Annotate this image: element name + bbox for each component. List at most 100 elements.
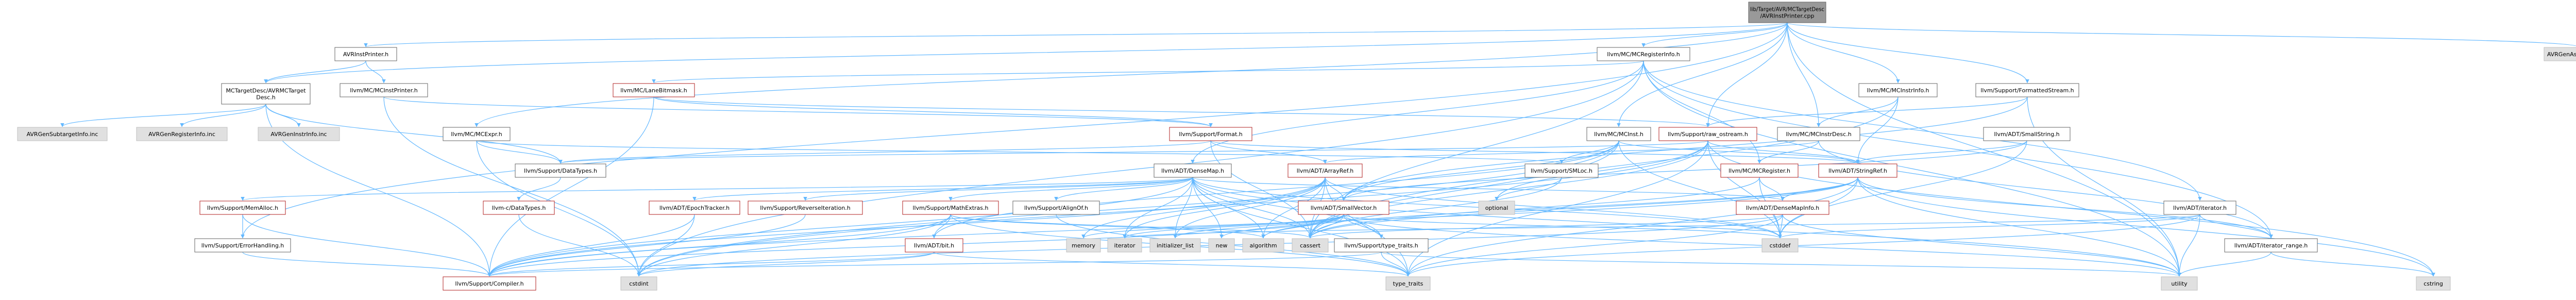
node-box xyxy=(1334,238,1429,253)
node-cstdint: cstdint xyxy=(620,276,657,291)
node-label: llvm/Support/raw_ostream.h xyxy=(1668,131,1748,138)
node-label: llvm/Support/ReverseIteration.h xyxy=(760,205,851,211)
node-box xyxy=(199,201,286,215)
edge-mathextras_h-to-cstdint xyxy=(639,214,951,276)
edge-mathextras_h-to-compiler_h xyxy=(489,214,951,276)
node-mcinst-h[interactable]: llvm/MC/MCInst.h xyxy=(1586,127,1651,141)
edge-smallvector_h-to-algorithm xyxy=(1263,214,1344,238)
edge-datatypes_h-to-c_datatypes_h xyxy=(519,177,561,201)
node-compiler-h[interactable]: llvm/Support/Compiler.h xyxy=(443,276,536,291)
node-label: MCTargetDesc/AVRMCTarget xyxy=(226,88,306,94)
node-densemap-h[interactable]: llvm/ADT/DenseMap.h xyxy=(1154,163,1232,178)
node-label: llvm/Support/Compiler.h xyxy=(455,280,523,287)
node-label: llvm/MC/LaneBitmask.h xyxy=(620,87,687,94)
node-box xyxy=(1586,127,1651,141)
node-smallstring-h[interactable]: llvm/ADT/SmallString.h xyxy=(1983,127,2071,141)
edge-mcregisterinfo_h-to-lanebitmask_h xyxy=(654,60,1644,83)
edge-type_traits_h-to-compiler_h xyxy=(489,252,1382,276)
node-label: llvm/ADT/EpochTracker.h xyxy=(659,205,730,211)
node-datatypes-h[interactable]: llvm/Support/DataTypes.h xyxy=(515,163,606,178)
node-layer: lib/Target/AVR/MCTargetDesc/AVRInstPrint… xyxy=(17,2,2576,291)
node-avrinstprinter-h[interactable]: AVRInstPrinter.h xyxy=(334,47,397,61)
edge-densemap_h-to-iterator xyxy=(1125,177,1193,238)
node-box xyxy=(2161,276,2198,291)
node-epochtracker-h[interactable]: llvm/ADT/EpochTracker.h xyxy=(649,201,740,215)
edge-root-to-mcregisterinfo_h xyxy=(1643,22,1788,47)
node-label: lib/Target/AVR/MCTargetDesc xyxy=(1750,6,1824,13)
node-box xyxy=(1478,201,1515,215)
node-alignof-h[interactable]: llvm/Support/AlignOf.h xyxy=(1012,201,1100,215)
node-reverseiteration-h[interactable]: llvm/Support/ReverseIteration.h xyxy=(748,201,863,215)
edge-lanebitmask_h-to-compiler_h xyxy=(489,96,654,276)
node-arrayref-h[interactable]: llvm/ADT/ArrayRef.h xyxy=(1287,163,1363,178)
edge-avrinstprinter_h-to-mcinstprinter_h xyxy=(365,60,384,83)
node-box xyxy=(905,238,963,253)
edge-mathextras_h-to-bit_h xyxy=(934,214,951,238)
node-box xyxy=(649,201,740,215)
node-iterator-range-h[interactable]: llvm/ADT/iterator_range.h xyxy=(2224,238,2318,253)
node-label: cstdint xyxy=(629,280,649,287)
node-mcinstprinter-h[interactable]: llvm/MC/MCInstPrinter.h xyxy=(340,83,428,97)
edge-root-to-raw_ostream_h xyxy=(1708,22,1788,127)
edge-epochtracker_h-to-compiler_h xyxy=(489,214,695,276)
node-optional: optional xyxy=(1478,201,1515,215)
edge-format_h-to-datatypes_h xyxy=(561,140,1211,163)
node-raw-ostream-h[interactable]: llvm/Support/raw_ostream.h xyxy=(1658,127,1757,141)
edge-densemap_h-to-utility xyxy=(1192,177,2179,276)
node-box xyxy=(258,127,340,141)
node-mcregister-h[interactable]: llvm/MC/MCRegister.h xyxy=(1720,163,1799,178)
node-mcinstinfo-h[interactable]: llvm/MC/MCInstrInfo.h xyxy=(1858,83,1938,97)
node-smallvector-h[interactable]: llvm/ADT/SmallVector.h xyxy=(1298,201,1389,215)
edge-raw_ostream_h-to-cstddef xyxy=(1707,140,1780,238)
edge-mcinst_h-to-smloc_h xyxy=(1562,140,1619,163)
node-stringref-h[interactable]: llvm/ADT/StringRef.h xyxy=(1818,163,1897,178)
edge-root-to-utility xyxy=(1787,22,2179,276)
node-box xyxy=(1066,238,1101,253)
edge-root-to-avrgenasmwriter xyxy=(1787,22,2576,47)
node-c-datatypes-h[interactable]: llvm-c/DataTypes.h xyxy=(483,201,555,215)
edge-bit_h-to-compiler_h xyxy=(489,252,935,276)
node-formattedstream-h[interactable]: llvm/Support/FormattedStream.h xyxy=(1975,83,2079,97)
node-root[interactable]: lib/Target/AVR/MCTargetDesc/AVRInstPrint… xyxy=(1748,2,1826,23)
edge-densemap_h-to-reverseiteration_h xyxy=(805,177,1193,201)
edge-c_datatypes_h-to-cstdint xyxy=(518,214,639,276)
node-mcinstrdesc-h[interactable]: llvm/MC/MCInstrDesc.h xyxy=(1777,127,1860,141)
edge-stringref_h-to-algorithm xyxy=(1263,177,1858,238)
edge-arrayref_h-to-smallvector_h xyxy=(1325,177,1344,201)
node-box xyxy=(1298,201,1389,215)
node-bit-h[interactable]: llvm/ADT/bit.h xyxy=(905,238,963,253)
node-label: cassert xyxy=(1300,242,1321,249)
node-memalloc-h[interactable]: llvm/Support/MemAlloc.h xyxy=(199,201,286,215)
node-smloc-h[interactable]: llvm/Support/SMLoc.h xyxy=(1524,163,1599,178)
edge-format_h-to-stringref_h xyxy=(1210,140,1858,163)
node-box xyxy=(1858,83,1938,97)
node-label: llvm-c/DataTypes.h xyxy=(492,205,546,211)
node-errorhandling-h[interactable]: llvm/Support/ErrorHandling.h xyxy=(194,238,291,253)
node-box xyxy=(613,83,695,97)
node-box xyxy=(1975,83,2079,97)
node-iterator-h[interactable]: llvm/ADT/iterator.h xyxy=(2163,201,2236,215)
node-label: optional xyxy=(1485,205,1509,211)
node-type-traits-h[interactable]: llvm/Support/type_traits.h xyxy=(1334,238,1429,253)
node-mcexpr-h[interactable]: llvm/MC/MCExpr.h xyxy=(443,127,511,141)
node-mcregisterinfo-h[interactable]: llvm/MC/MCRegisterInfo.h xyxy=(1597,47,1690,61)
node-label: llvm/MC/MCInstrDesc.h xyxy=(1786,131,1851,138)
edge-mcinstrdesc_h-to-arrayref_h xyxy=(1325,140,1819,163)
node-densemapinfo-h[interactable]: llvm/ADT/DenseMapInfo.h xyxy=(1736,201,1829,215)
node-label: llvm/ADT/DenseMap.h xyxy=(1161,168,1224,174)
edge-densemap_h-to-mathextras_h xyxy=(951,177,1193,201)
node-mathextras-h[interactable]: llvm/Support/MathExtras.h xyxy=(902,201,999,215)
node-box xyxy=(1149,238,1201,253)
edge-arrayref_h-to-compiler_h xyxy=(489,177,1326,276)
edge-smallvector_h-to-utility xyxy=(1343,214,2179,276)
node-avrgenasmwriter: AVRGenAsmWriter.inc xyxy=(2544,47,2576,61)
node-label: llvm/ADT/SmallVector.h xyxy=(1311,205,1377,211)
edge-root-to-mcinstinfo_h xyxy=(1787,22,1898,83)
edge-smloc_h-to-optional xyxy=(1497,177,1562,201)
node-lanebitmask-h[interactable]: llvm/MC/LaneBitmask.h xyxy=(613,83,695,97)
edge-reverseiteration_h-to-compiler_h xyxy=(489,214,806,276)
edge-stringref_h-to-utility xyxy=(1857,177,2179,276)
node-format-h[interactable]: llvm/Support/Format.h xyxy=(1169,127,1252,141)
node-label: llvm/MC/MCRegister.h xyxy=(1728,168,1790,174)
